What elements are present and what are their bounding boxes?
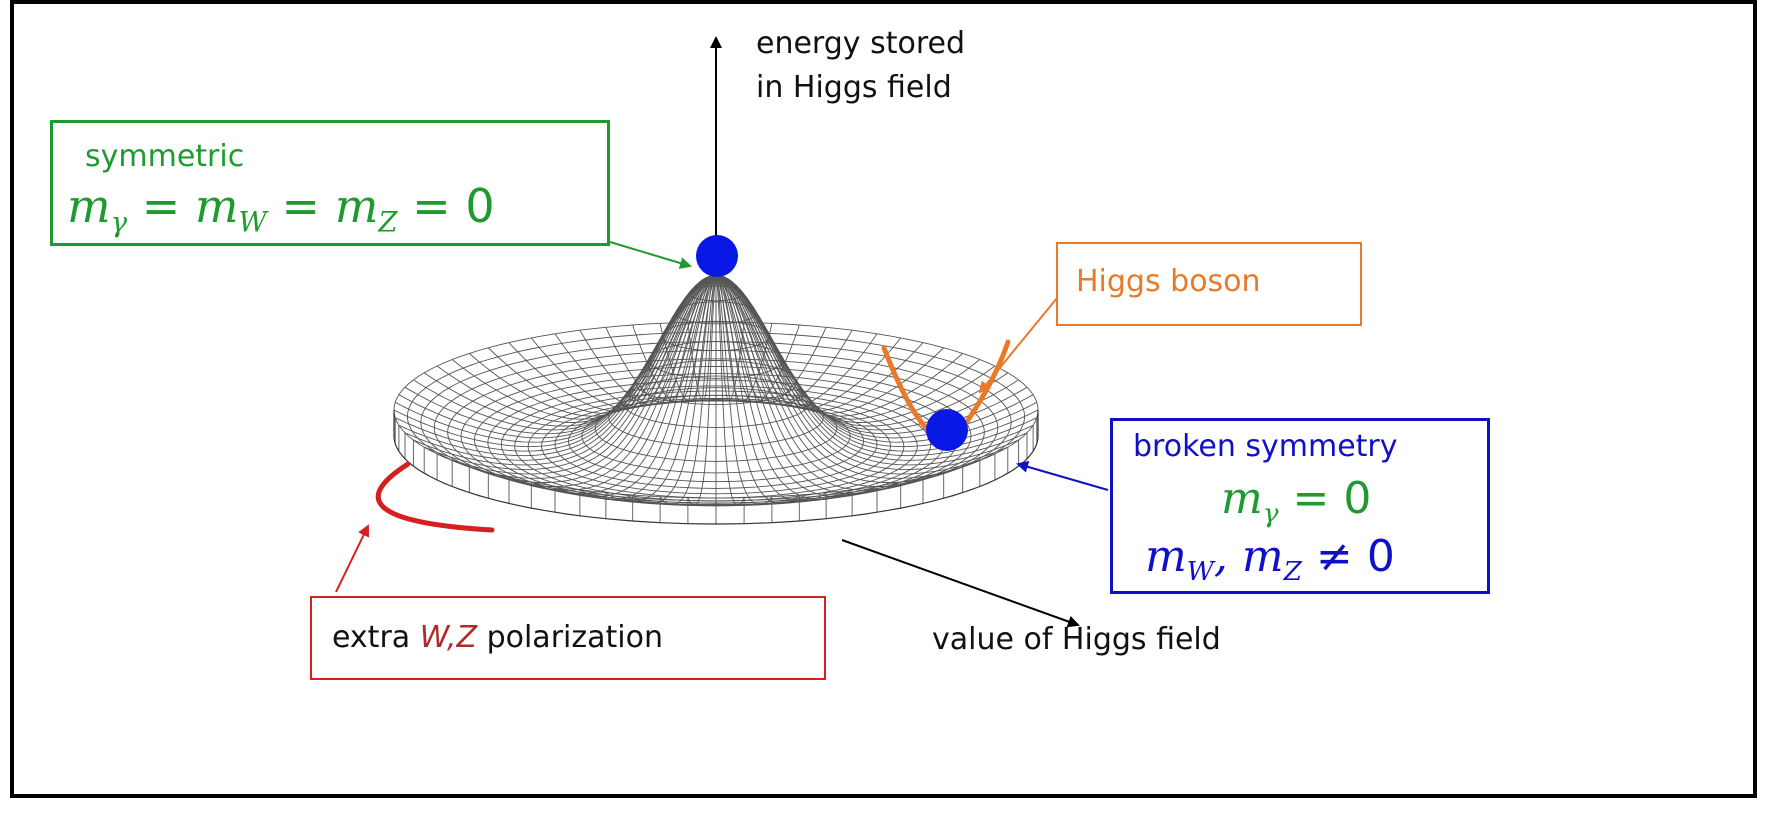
energy-axis-label-line1: energy stored [756, 26, 965, 61]
symmetric-equation: mγ = mW = mZ = 0 [67, 179, 495, 239]
mesh-line [715, 275, 945, 414]
mesh-line [393, 435, 1039, 525]
mesh-line [531, 275, 717, 495]
mesh-line [715, 275, 800, 504]
mesh-line [436, 275, 717, 475]
mesh-line [487, 275, 717, 414]
broken-wz-equation: mW, mZ ≠ 0 [1145, 531, 1395, 588]
higgs-boson-label: Higgs boson [1076, 264, 1261, 299]
mesh-line [659, 275, 717, 506]
field-axis-label: value of Higgs field [932, 622, 1221, 657]
mesh-line [715, 275, 963, 483]
mesh-line [579, 274, 717, 406]
mesh-line [423, 275, 717, 427]
mesh-line [715, 275, 1038, 443]
mesh-line [436, 275, 716, 423]
mesh-line [715, 275, 878, 407]
broken-state-ball [926, 409, 968, 451]
mesh-line [715, 275, 1009, 427]
mesh-line [530, 275, 717, 409]
potential-surface-mesh [393, 274, 1039, 525]
mesh-line [488, 275, 717, 487]
mesh-line [715, 274, 773, 403]
higgs-boson-box: Higgs boson [1056, 242, 1362, 326]
mesh-line [715, 275, 980, 479]
mesh-line [716, 275, 996, 423]
broken-symmetry-title: broken symmetry [1133, 429, 1398, 464]
polarization-label: extra W,Z polarization [332, 620, 663, 655]
mesh-line [632, 275, 717, 504]
polarization-box: extra W,Z polarization [310, 596, 826, 680]
mesh-line [413, 275, 717, 431]
mesh-line [715, 275, 981, 420]
mesh-line [715, 275, 773, 506]
mesh-line [715, 275, 745, 507]
broken-photon-equation: mγ = 0 [1221, 473, 1372, 530]
mesh-line [715, 275, 902, 409]
symmetric-title: symmetric [85, 139, 245, 174]
energy-axis-label: energy stored in Higgs field [756, 22, 965, 110]
mesh-line [715, 274, 800, 403]
mesh-line [715, 275, 901, 495]
mesh-line [715, 274, 827, 404]
symmetric-pointer-arrow [609, 241, 692, 269]
mesh-line [579, 275, 717, 500]
symmetric-state-ball [696, 235, 738, 277]
mesh-line [659, 274, 717, 403]
mesh-line [632, 274, 717, 403]
mesh-line [715, 275, 853, 500]
mesh-line [394, 275, 717, 443]
mesh-line [687, 275, 717, 507]
mesh-line [715, 275, 1019, 431]
polarization-wz: W,Z [419, 620, 478, 655]
polarization-pointer-arrow [335, 524, 370, 593]
mesh-line [554, 275, 717, 407]
mesh-line [715, 275, 963, 417]
mesh-line [554, 275, 717, 498]
mesh-line [715, 275, 878, 498]
mesh-line [469, 275, 717, 417]
mesh-line [469, 275, 717, 483]
mesh-line [687, 274, 717, 402]
broken-pointer-arrow [1016, 461, 1109, 491]
symmetric-box: symmetric mγ = mW = mZ = 0 [50, 120, 610, 246]
mesh-line [398, 275, 717, 457]
mesh-line [452, 275, 717, 479]
mesh-line [451, 275, 717, 420]
polarization-prefix: extra [332, 620, 411, 655]
mesh-line [715, 274, 745, 402]
mesh-line [605, 274, 717, 404]
energy-axis-label-line2: in Higgs field [756, 70, 952, 105]
broken-symmetry-box: broken symmetry mγ = 0 mW, mZ ≠ 0 [1110, 418, 1490, 594]
polarization-suffix: polarization [486, 620, 663, 655]
mesh-line [508, 275, 717, 412]
field-axis-arrow [841, 539, 1080, 628]
mesh-line [404, 275, 717, 435]
mesh-line [715, 275, 1034, 457]
mesh-line [715, 275, 1019, 466]
mesh-line [715, 275, 996, 475]
mesh-line [413, 275, 717, 466]
polarization-curve [375, 461, 495, 533]
